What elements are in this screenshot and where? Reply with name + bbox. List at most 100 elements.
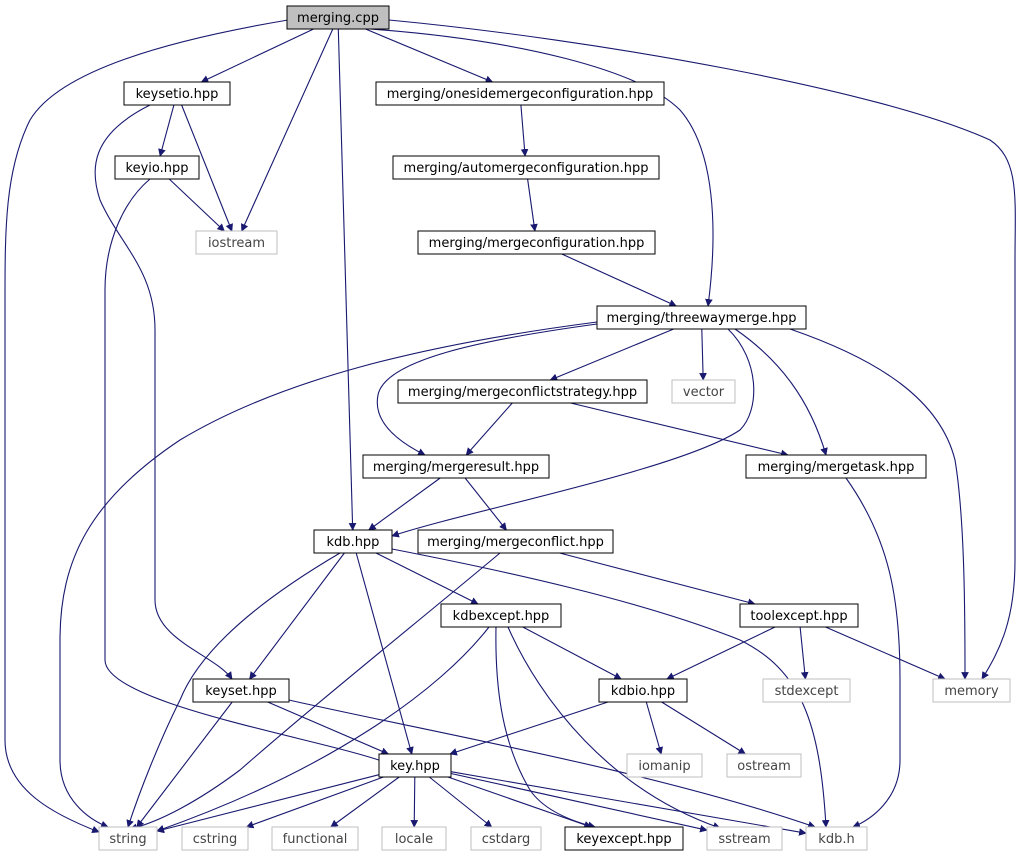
edge-key-hpp-to-cstring (245, 776, 384, 829)
node-ostream: ostream (726, 753, 802, 778)
node-functional: functional (271, 826, 359, 851)
node-toolexcept-hpp[interactable]: toolexcept.hpp (739, 603, 859, 628)
node-box (381, 826, 447, 851)
edge-kdbexcept-hpp-to-sstream (507, 626, 721, 830)
node-label: merging/threewaymerge.hpp (606, 311, 796, 326)
node-cstring: cstring (181, 826, 249, 851)
edge-mergeconfiguration-hpp-to-threewaymerge-hpp (561, 253, 677, 307)
node-mergeresult-hpp[interactable]: merging/mergeresult.hpp (362, 454, 550, 479)
edge-threewaymerge-hpp-to-string (59, 321, 598, 829)
node-box (397, 379, 648, 404)
edge-threewaymerge-hpp-to-mergetask-hpp (734, 328, 828, 456)
edge-merging-cpp-to-keysetio-hpp (200, 28, 314, 83)
edge-onesidemergeconfiguration-hpp-to-automergeconfiguration-hpp (520, 104, 529, 157)
edge-key-hpp-to-cstdarg (428, 776, 493, 828)
edge-kdb-hpp-to-key-hpp (355, 552, 414, 755)
node-label: vector (683, 385, 725, 400)
edge-mergeconflictstrategy-hpp-to-mergeresult-hpp (465, 402, 513, 456)
edge-kdbio-hpp-to-ostream (661, 701, 747, 755)
node-automergeconfiguration-hpp[interactable]: merging/automergeconfiguration.hpp (392, 155, 660, 180)
node-box (392, 155, 660, 180)
node-box (626, 753, 703, 778)
node-box (378, 753, 452, 778)
node-cstdarg: cstdarg (470, 826, 542, 851)
edge-mergeconflict-hpp-to-toolexcept-hpp (559, 552, 756, 606)
node-box (417, 529, 614, 554)
edge-mergetask-hpp-to-kdb-h (845, 477, 901, 828)
node-box (195, 230, 278, 255)
node-label: merging/mergeresult.hpp (373, 460, 539, 475)
edge-keysetio-hpp-to-keyset-hpp (94, 104, 233, 680)
edge-mergeconflict-hpp-to-string (129, 552, 501, 832)
edge-threewaymerge-hpp-to-memory (789, 328, 969, 680)
node-label: iostream (208, 236, 265, 251)
edge-keyset-hpp-to-key-hpp (267, 701, 390, 755)
edge-key-hpp-to-string (156, 774, 380, 834)
node-box (375, 81, 665, 106)
node-kdb-hpp[interactable]: kdb.hpp (313, 529, 393, 554)
edge-toolexcept-hpp-to-memory (825, 626, 946, 680)
edge-keyio-hpp-to-iostream (168, 178, 225, 232)
node-stdexcept: stdexcept (762, 678, 851, 703)
node-box (470, 826, 542, 851)
node-label: keyio.hpp (126, 161, 189, 176)
node-keyio-hpp[interactable]: keyio.hpp (114, 155, 200, 180)
node-mergeconflictstrategy-hpp[interactable]: merging/mergeconflictstrategy.hpp (397, 379, 648, 404)
node-kdbio-hpp[interactable]: kdbio.hpp (598, 678, 688, 703)
node-locale: locale (381, 826, 447, 851)
node-keyset-hpp[interactable]: keyset.hpp (192, 678, 290, 703)
node-box (286, 5, 390, 30)
node-iostream: iostream (195, 230, 278, 255)
node-box (313, 529, 393, 554)
node-box (564, 826, 684, 851)
node-label: kdbio.hpp (611, 684, 675, 699)
node-label: merging/mergeconflictstrategy.hpp (408, 385, 637, 400)
edge-kdb-hpp-to-kdbexcept-hpp (375, 552, 479, 605)
node-label: kdb.h (818, 832, 854, 847)
node-box (114, 155, 200, 180)
node-threewaymerge-hpp[interactable]: merging/threewaymerge.hpp (596, 305, 807, 330)
edge-mergeresult-hpp-to-kdb-hpp (368, 477, 441, 531)
edge-mergeresult-hpp-to-mergeconflict-hpp (464, 477, 507, 531)
node-box (362, 454, 550, 479)
edge-kdb-hpp-to-string (126, 552, 341, 828)
node-keyexcept-hpp[interactable]: keyexcept.hpp (564, 826, 684, 851)
edge-kdbio-hpp-to-key-hpp (449, 701, 609, 756)
node-label: string (109, 832, 146, 847)
node-mergeconfiguration-hpp[interactable]: merging/mergeconfiguration.hpp (417, 230, 656, 255)
node-box (739, 603, 859, 628)
edge-kdbexcept-hpp-to-keyexcept-hpp (495, 626, 596, 830)
node-label: keyexcept.hpp (576, 832, 671, 847)
edge-merging-cpp-to-memory (388, 19, 1016, 680)
edge-threewaymerge-hpp-to-vector (699, 328, 707, 381)
edge-key-hpp-to-keyexcept-hpp (447, 776, 592, 829)
node-box (123, 81, 231, 106)
node-box (706, 826, 783, 851)
edge-keysetio-hpp-to-iostream (181, 104, 233, 232)
node-label: locale (395, 832, 433, 847)
node-onesidemergeconfiguration-hpp[interactable]: merging/onesidemergeconfiguration.hpp (375, 81, 665, 106)
edge-merging-cpp-to-threewaymerge-hpp (369, 28, 714, 307)
node-box (671, 379, 736, 404)
edge-kdb-hpp-to-kdb-h (391, 548, 830, 828)
node-iomanip: iomanip (626, 753, 703, 778)
edge-toolexcept-hpp-to-kdbio-hpp (666, 626, 776, 680)
node-kdbexcept-hpp[interactable]: kdbexcept.hpp (440, 603, 562, 628)
node-merging-cpp[interactable]: merging.cpp (286, 5, 390, 30)
node-box (98, 826, 158, 851)
node-vector: vector (671, 379, 736, 404)
node-label: merging/automergeconfiguration.hpp (404, 161, 649, 176)
node-keysetio-hpp[interactable]: keysetio.hpp (123, 81, 231, 106)
edge-key-hpp-to-sstream (450, 772, 708, 833)
edge-merging-cpp-to-string (4, 19, 289, 834)
node-box (598, 678, 688, 703)
node-box (726, 753, 802, 778)
node-mergetask-hpp[interactable]: merging/mergetask.hpp (745, 454, 927, 479)
node-box (192, 678, 290, 703)
node-label: toolexcept.hpp (750, 609, 847, 624)
node-mergeconflict-hpp[interactable]: merging/mergeconflict.hpp (417, 529, 614, 554)
node-label: merging.cpp (297, 11, 379, 26)
node-key-hpp[interactable]: key.hpp (378, 753, 452, 778)
edge-keyio-hpp-to-key-hpp (104, 178, 391, 766)
